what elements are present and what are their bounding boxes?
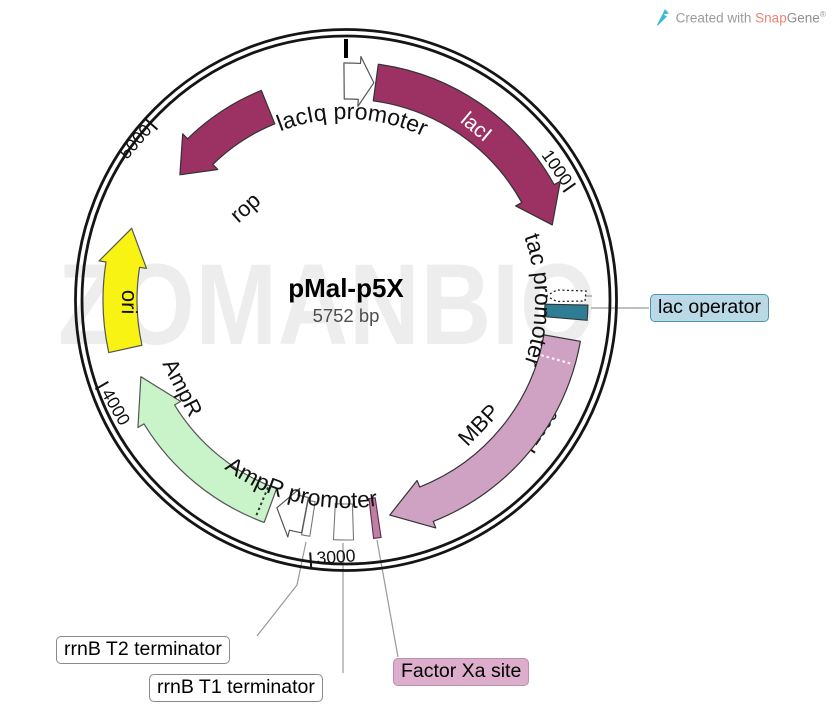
- feature-ampr[interactable]: AmpR: [137, 355, 278, 524]
- callout-factor-xa-site[interactable]: Factor Xa site: [393, 658, 530, 687]
- callout-rrnb-t1-terminator[interactable]: rrnB T1 terminator: [149, 674, 323, 703]
- feature-label-rop: rop: [225, 187, 265, 227]
- tick-label-3000: 3000: [316, 545, 356, 568]
- feature-ori[interactable]: ori: [98, 227, 148, 354]
- tick-label-4000: 4000: [98, 385, 135, 429]
- tick-4000: 4000: [94, 380, 135, 429]
- feature-ampr-promoter[interactable]: [276, 487, 309, 538]
- credit-text: Created with SnapGene®: [675, 8, 826, 26]
- plasmid-size: 5752 bp: [312, 304, 380, 326]
- snapgene-logo-icon: [656, 9, 669, 26]
- feature-mbp[interactable]: MBP: [389, 334, 581, 529]
- feature-label-ori: ori: [117, 290, 142, 315]
- feature-laciq-promoter[interactable]: [343, 55, 375, 107]
- backbone-ring-outer: [74, 28, 618, 572]
- tick-label-5000: 5000: [115, 120, 156, 163]
- callout-lac-operator[interactable]: lac operator: [650, 294, 769, 323]
- feature-lac-operator[interactable]: [543, 303, 589, 321]
- feature-laci[interactable]: lacI: [372, 63, 561, 226]
- feature-tac-promoter[interactable]: [544, 289, 592, 303]
- tick-3000: 3000: [309, 545, 356, 568]
- plasmid-title-block: pMal-p5X 5752 bp: [236, 273, 456, 327]
- leader-factor-xa-site: [376, 539, 399, 658]
- brand-snap: Snap: [755, 10, 787, 26]
- leader-rrnb-t2-terminator: [256, 541, 307, 637]
- brand-gene: Gene: [786, 10, 820, 26]
- watermark-text: ZOMANBIO: [58, 241, 597, 369]
- plasmid-name: pMal-p5X: [288, 273, 404, 303]
- registered-mark: ®: [819, 8, 826, 19]
- feature-rrnb-t1-terminator[interactable]: [332, 503, 355, 541]
- feature-rop[interactable]: rop: [179, 89, 276, 227]
- feature-factor-xa-site[interactable]: [368, 497, 382, 540]
- callout-rrnb-t2-terminator[interactable]: rrnB T2 terminator: [56, 636, 230, 665]
- tick-5000: 5000: [115, 118, 159, 163]
- snapgene-credit[interactable]: Created with SnapGene®: [655, 8, 826, 26]
- backbone-ring-inner: [80, 34, 612, 566]
